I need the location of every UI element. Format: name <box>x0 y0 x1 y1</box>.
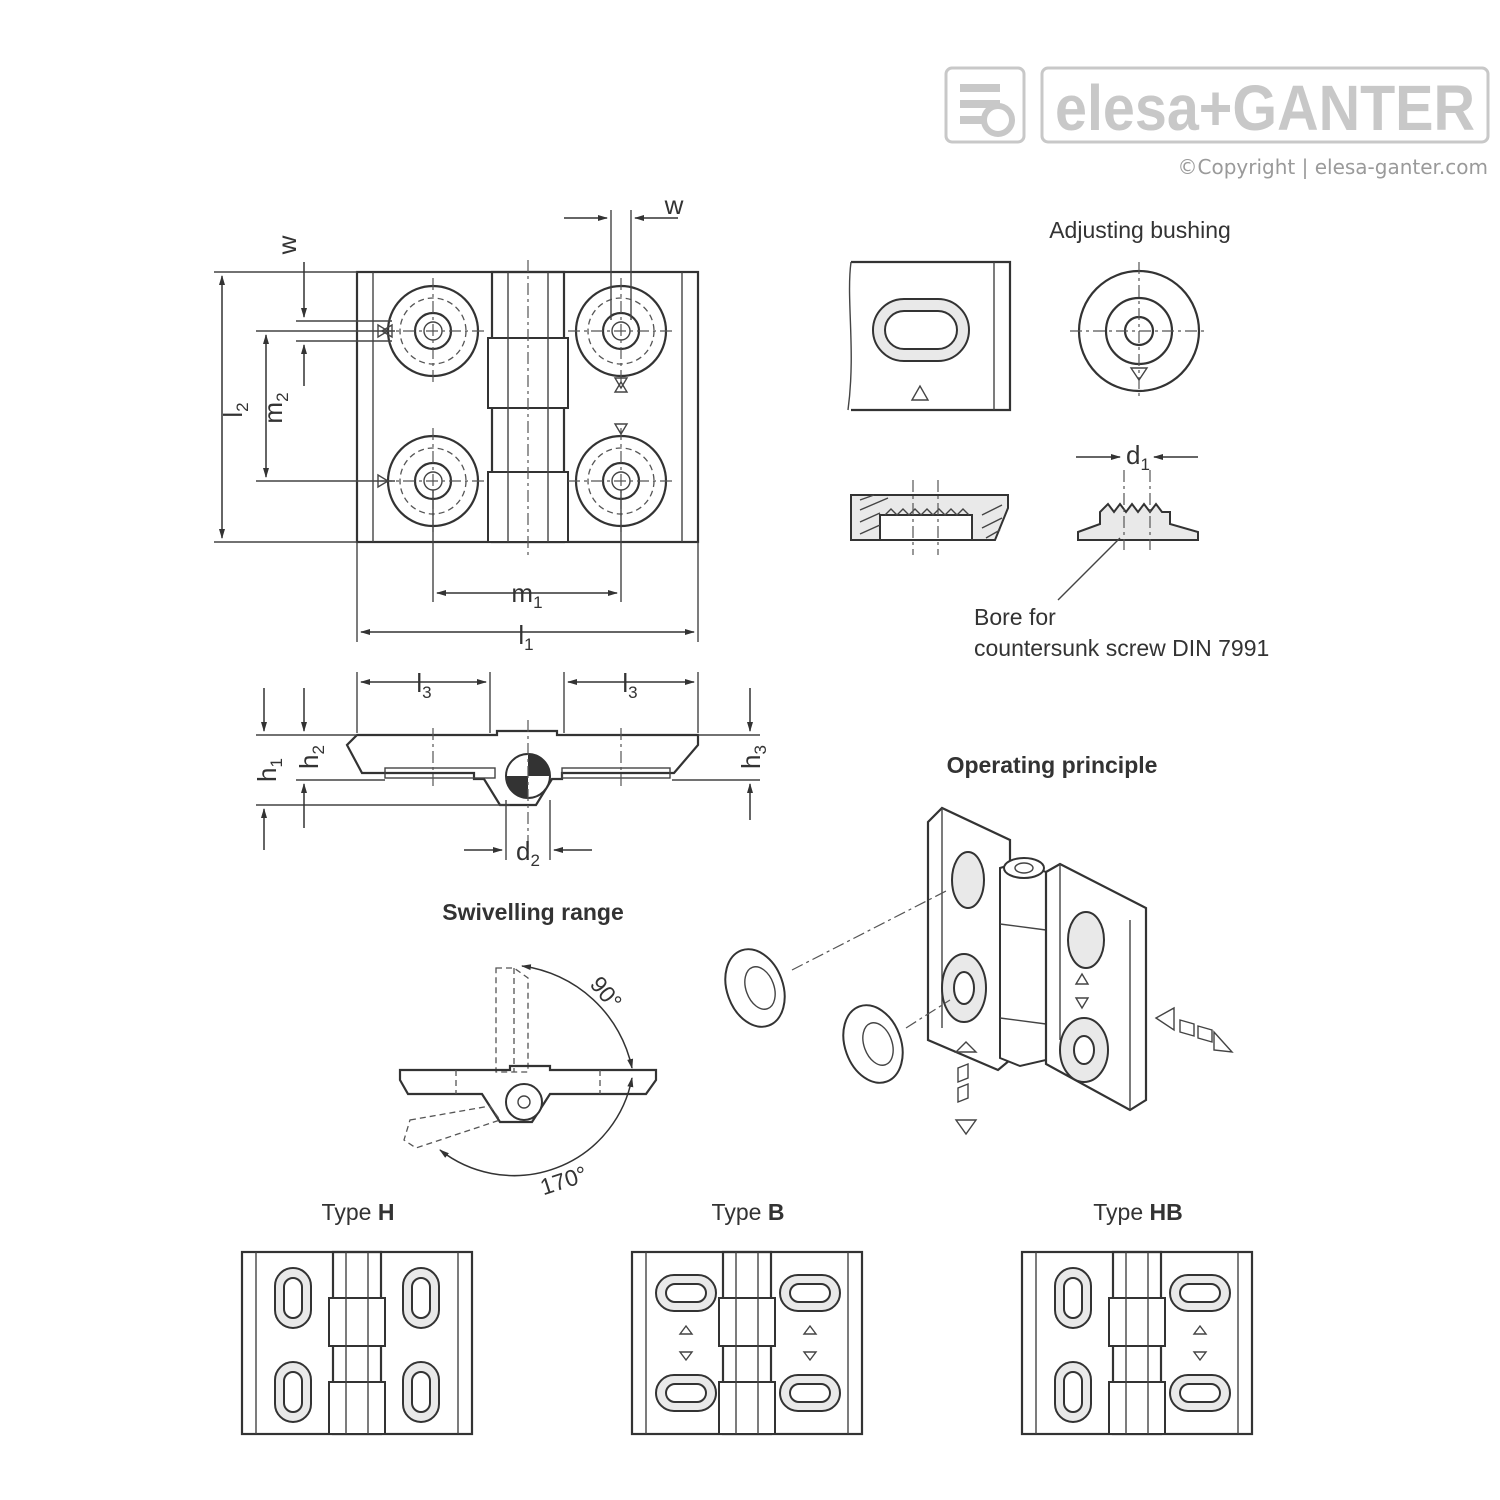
iso-leaf-left <box>926 806 1012 1072</box>
leaf-170-position <box>403 1105 502 1149</box>
angle-90-label: 90° <box>585 971 627 1014</box>
type-h-title: Type H <box>322 1199 395 1225</box>
iso-knuckle <box>999 860 1047 1068</box>
adjusting-bushing-section: Adjusting bushing d1 Bore for <box>847 217 1269 661</box>
vertical-adjust-arrows <box>954 1041 978 1136</box>
arc-170 <box>439 1077 634 1177</box>
operating-principle-section: Operating principle <box>724 752 1234 1136</box>
type-b-view: Type B <box>630 1199 864 1436</box>
side-profile <box>345 729 700 807</box>
loose-bushing-2 <box>842 1004 904 1084</box>
bushing-plate <box>851 260 1012 412</box>
logo-wordmark-frame <box>1040 66 1490 144</box>
type-hb-view: Type HB <box>1020 1199 1254 1436</box>
dim-label-h1: h1 <box>252 758 286 782</box>
bushing-top-right <box>568 278 674 393</box>
dim-label-d2: d2 <box>516 836 540 870</box>
bore-label-line1: Bore for <box>974 604 1056 630</box>
dim-label-l3-right: l3 <box>622 668 637 702</box>
brand-logo: elesa+GANTER ©Copyright | elesa-ganter.c… <box>944 66 1490 179</box>
swivelling-range-title: Swivelling range <box>442 899 624 925</box>
dim-label-m2: m2 <box>258 392 292 423</box>
dim-label-l3-left: l3 <box>416 668 431 702</box>
horizontal-adjust-arrows <box>1154 1006 1234 1053</box>
arc-90 <box>521 964 634 1069</box>
knuckle-segment <box>487 337 569 409</box>
front-view: l2 m2 w w m1 l1 <box>214 190 700 654</box>
type-hb-title: Type HB <box>1093 1199 1183 1225</box>
dim-label-h2: h2 <box>294 745 328 769</box>
logo-mark-circle <box>981 103 1015 137</box>
angle-170-label: 170° <box>537 1161 590 1200</box>
bushing-top-left <box>380 278 486 384</box>
leaf-90-position <box>495 967 529 1073</box>
type-b-title: Type B <box>712 1199 785 1225</box>
dim-label-l2: l2 <box>218 402 252 417</box>
operating-principle-title: Operating principle <box>947 752 1158 778</box>
iso-hole <box>951 851 985 909</box>
adjusting-bushing-title: Adjusting bushing <box>1049 217 1231 243</box>
hinge-pin-swivel <box>505 1083 543 1121</box>
dim-label-m1: m1 <box>511 578 542 612</box>
swivelling-range-section: Swivelling range 90° 170° <box>398 899 658 1200</box>
dim-label-h3: h3 <box>736 745 770 769</box>
bushing-section <box>1077 502 1199 541</box>
type-h-view: Type H <box>240 1199 474 1436</box>
dim-label-w-top: w <box>664 190 684 220</box>
side-view: l3 l3 h1 h2 h3 <box>252 668 770 870</box>
dim-label-w-left: w <box>272 235 302 255</box>
loose-bushing-1 <box>724 948 786 1028</box>
bore-label-line2: countersunk screw DIN 7991 <box>974 635 1269 661</box>
copyright-text: ©Copyright | elesa-ganter.com <box>1178 155 1488 179</box>
logo-wordmark: elesa+GANTER <box>1055 72 1475 144</box>
slot-inner <box>884 310 958 350</box>
dim-label-l1: l1 <box>518 620 533 654</box>
dim-label-d1: d1 <box>1126 440 1150 474</box>
